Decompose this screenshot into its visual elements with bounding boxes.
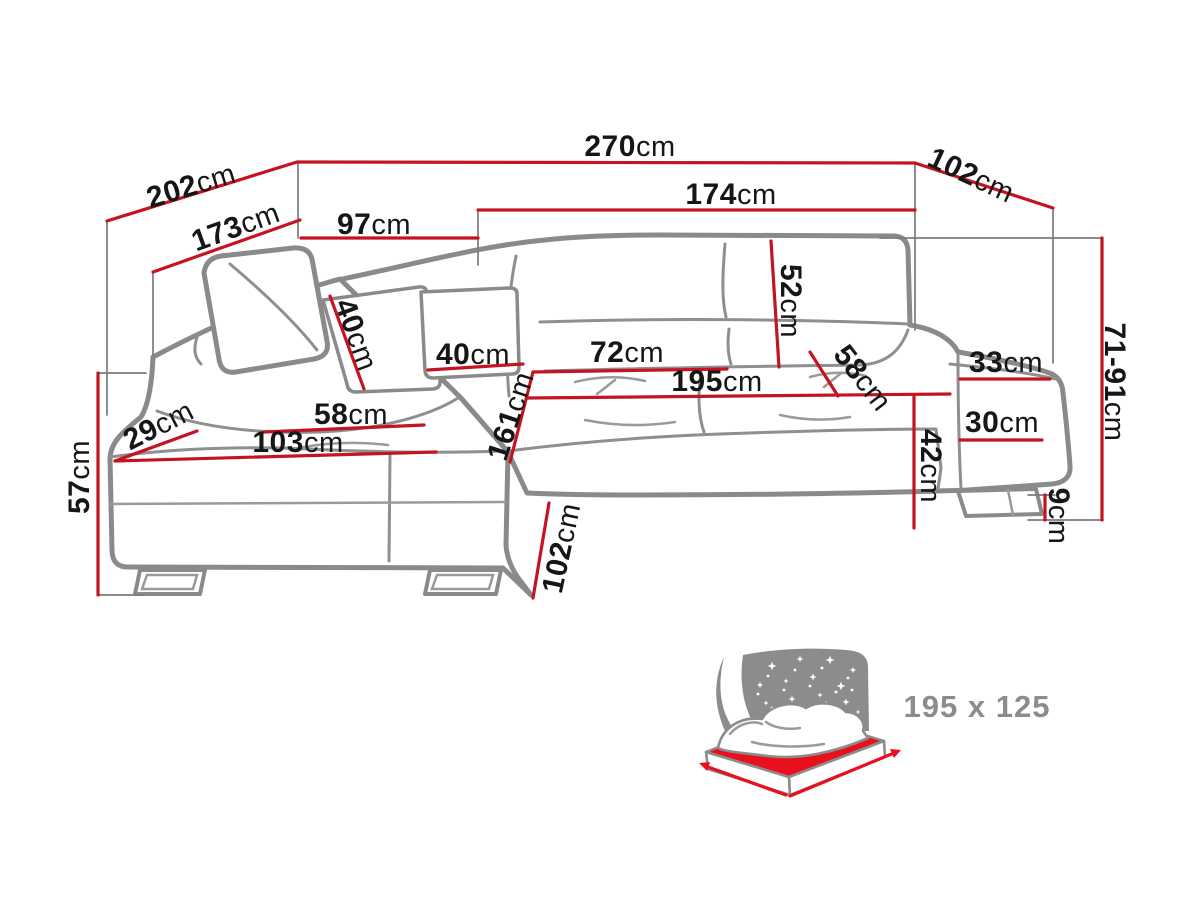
dim-label-195: 195cm — [671, 365, 762, 398]
dim-label-9: 9cm — [1042, 488, 1075, 545]
dim-label-52: 52cm — [774, 264, 807, 338]
sofa-headrest — [201, 245, 330, 375]
dim-line-72 — [531, 367, 729, 374]
chaise-base-line — [109, 500, 507, 506]
dim-label-57: 57cm — [63, 440, 96, 514]
sofa-seat-seam — [697, 369, 706, 434]
dimension-labels: 270cm 202cm 102cm 173cm 97cm 174cm 52cm … — [63, 130, 1131, 596]
sleeping-size-label: 195 x 125 — [904, 689, 1051, 724]
sofa-backrest-fold-line — [538, 318, 910, 326]
dim-line-58-chaise — [262, 423, 426, 434]
chaise-front-seam — [387, 452, 392, 563]
chaise-leg-right — [423, 568, 503, 596]
dim-label-33: 33cm — [969, 346, 1043, 379]
dim-line-40-pillow-right — [426, 362, 525, 372]
sofa-drawing — [107, 232, 1073, 598]
bed-width-arrow — [706, 765, 788, 797]
dim-line-52 — [769, 239, 781, 369]
dim-line-29 — [113, 429, 199, 463]
dim-line-202 — [105, 160, 299, 223]
bed-length-arrow — [788, 751, 896, 798]
chaise-seat-crease — [293, 441, 390, 451]
pillow-left — [321, 285, 442, 394]
pillow-right — [419, 286, 521, 380]
sofa-arm-leg-inner — [1006, 488, 1015, 517]
dim-label-40-pillow-right: 40cm — [436, 338, 510, 371]
dimension-lines — [96, 160, 1104, 600]
dim-label-30: 30cm — [965, 406, 1039, 439]
dim-line-40-pillow-left — [328, 294, 366, 391]
sofa-arm-inner-edge — [956, 352, 963, 491]
dim-label-102-top: 102cm — [923, 141, 1020, 209]
sofa-arm-top-edge — [948, 362, 1058, 381]
bed-width-arrowhead-icon — [699, 762, 710, 771]
chaise-seat-front-edge — [108, 446, 508, 459]
chaise-leg-right-inner — [430, 573, 495, 591]
sofa-seat-front-edge — [506, 427, 943, 491]
moon-crescent-icon — [716, 657, 735, 731]
chaise-leg-left-inner — [140, 573, 199, 591]
dim-label-270: 270cm — [584, 130, 675, 163]
dim-label-42: 42cm — [914, 429, 947, 503]
sofa-seat-creases — [573, 371, 868, 427]
dim-label-71-91: 71-91cm — [1098, 323, 1131, 442]
sofa-headrest-hinge — [193, 332, 203, 366]
dim-line-270 — [295, 160, 917, 165]
dim-label-72: 72cm — [590, 336, 664, 369]
dim-line-161 — [508, 370, 535, 464]
dim-label-58-chaise: 58cm — [314, 398, 388, 431]
dim-line-195 — [525, 392, 952, 400]
dim-line-58-seat — [808, 350, 840, 398]
dim-label-102-bottom: 102cm — [536, 500, 587, 596]
sleeping-size-icon: 195 x 125 — [699, 648, 1051, 798]
chaise-backrest-base-line — [155, 396, 460, 434]
dim-label-97: 97cm — [337, 208, 411, 241]
sofa-arm-leg — [956, 487, 1044, 518]
bed-length-arrowhead-icon — [890, 749, 901, 758]
dim-line-103 — [113, 450, 438, 463]
dim-label-174: 174cm — [685, 178, 776, 211]
sofa-headrest-seam — [228, 262, 319, 352]
dim-line-173 — [151, 218, 302, 274]
sofa-backrest-seam — [721, 242, 733, 366]
dim-label-103: 103cm — [252, 426, 343, 459]
bed-duvet-folds — [728, 720, 826, 748]
dim-label-202: 202cm — [143, 157, 240, 215]
dim-line-102-top — [913, 161, 1055, 210]
stars-icon — [756, 655, 861, 724]
extension-lines — [97, 161, 1104, 596]
dim-line-102-bottom — [531, 501, 551, 600]
